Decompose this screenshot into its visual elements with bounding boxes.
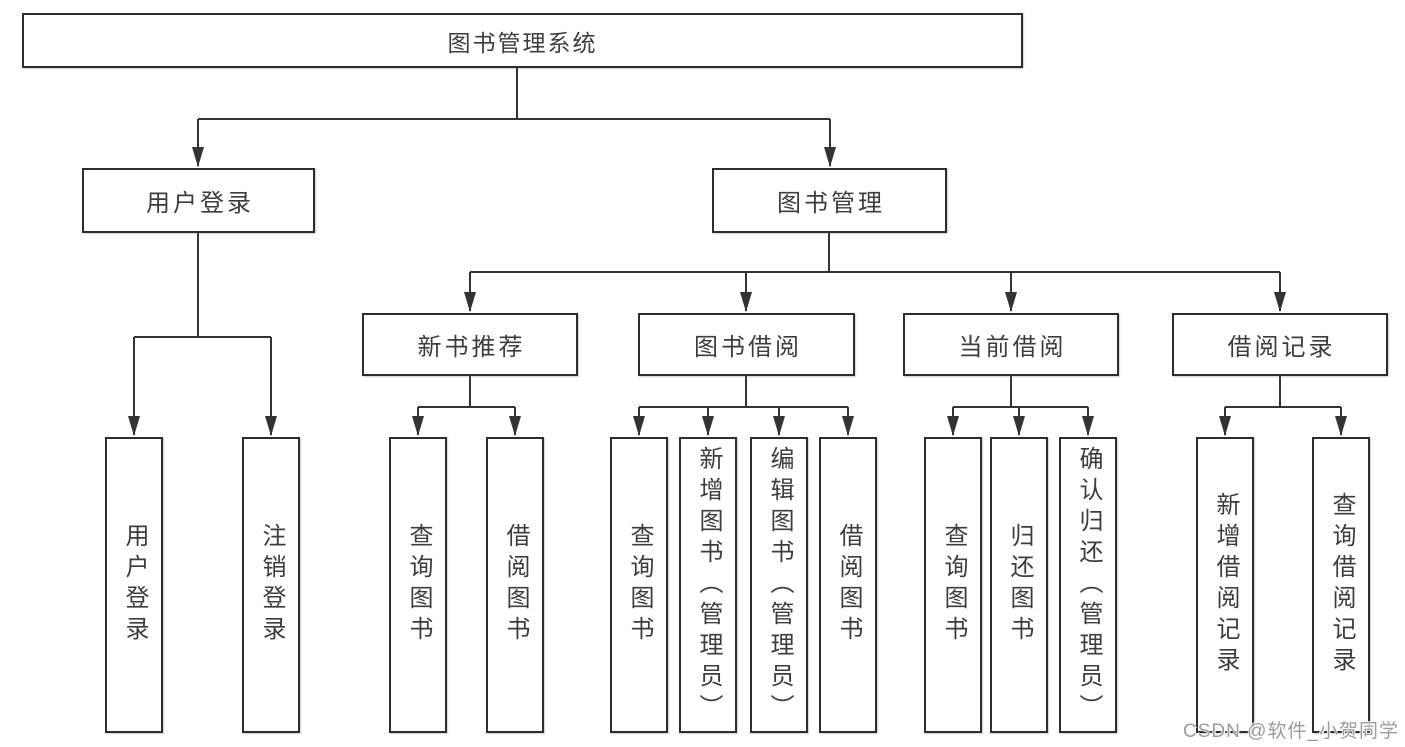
node-new-book-recommend: 新书推荐: [362, 313, 578, 376]
csdn-watermark: CSDN @软件_小贺同学: [1183, 721, 1399, 742]
node-label: 查询借阅记录: [1328, 492, 1355, 678]
node-label: 查询图书: [940, 523, 967, 647]
leaf-logout: 注销登录: [242, 437, 300, 733]
node-label: 新增图书（管理员）: [695, 445, 722, 725]
node-label: 用户登录: [146, 190, 254, 217]
node-book-management: 图书管理: [712, 168, 947, 233]
node-label: 新增借阅记录: [1212, 492, 1239, 678]
leaf-borrow-borrow-book: 借阅图书: [819, 437, 877, 733]
node-user-login: 用户登录: [82, 168, 315, 233]
node-current-borrow: 当前借阅: [903, 313, 1119, 376]
node-label: 图书管理系统: [447, 29, 598, 56]
node-label: 新书推荐: [417, 334, 526, 361]
leaf-borrow-add-book-admin: 新增图书（管理员）: [679, 437, 737, 733]
leaf-record-add-borrow-record: 新增借阅记录: [1196, 437, 1254, 733]
node-borrow-record: 借阅记录: [1172, 313, 1388, 376]
leaf-newbook-query-book: 查询图书: [389, 437, 447, 733]
leaf-current-query-book: 查询图书: [924, 437, 982, 733]
node-label: 编辑图书（管理员）: [766, 445, 793, 725]
node-label: 借阅记录: [1227, 334, 1336, 361]
leaf-newbook-borrow-book: 借阅图书: [486, 437, 544, 733]
leaf-borrow-query-book: 查询图书: [610, 437, 668, 733]
node-label: 当前借阅: [958, 334, 1067, 361]
node-label: 归还图书: [1006, 523, 1033, 647]
node-root-library-system: 图书管理系统: [22, 13, 1023, 68]
node-label: 借阅图书: [502, 523, 529, 647]
node-book-borrow: 图书借阅: [638, 313, 855, 376]
leaf-current-return-book: 归还图书: [990, 437, 1048, 733]
node-label: 查询图书: [626, 523, 653, 647]
leaf-record-query-borrow-record: 查询借阅记录: [1312, 437, 1370, 733]
leaf-borrow-edit-book-admin: 编辑图书（管理员）: [750, 437, 808, 733]
leaf-current-confirm-return-admin: 确认归还（管理员）: [1059, 437, 1117, 733]
node-label: 图书借阅: [694, 334, 802, 361]
leaf-user-login: 用户登录: [105, 437, 163, 733]
node-label: 注销登录: [258, 523, 285, 647]
node-label: 用户登录: [121, 523, 148, 647]
node-label: 图书管理: [777, 190, 885, 217]
node-label: 确认归还（管理员）: [1075, 445, 1102, 725]
node-label: 查询图书: [405, 523, 432, 647]
node-label: 借阅图书: [835, 523, 862, 647]
